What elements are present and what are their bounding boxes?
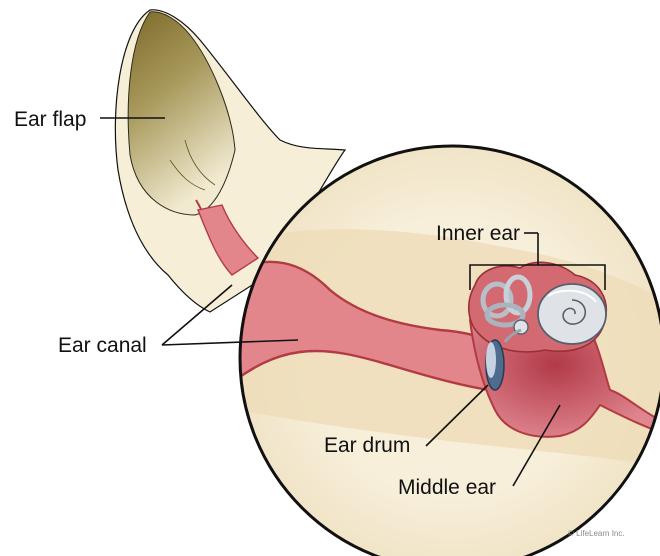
ear-flap-label: Ear flap	[14, 108, 86, 131]
ear-drum-label: Ear drum	[324, 434, 410, 457]
inner-ear-label: Inner ear	[436, 222, 520, 245]
ear-canal-label: Ear canal	[58, 334, 147, 357]
cochlea	[538, 284, 606, 344]
copyright-credit: © LifeLearn Inc.	[568, 529, 625, 538]
middle-ear-label: Middle ear	[398, 476, 496, 499]
